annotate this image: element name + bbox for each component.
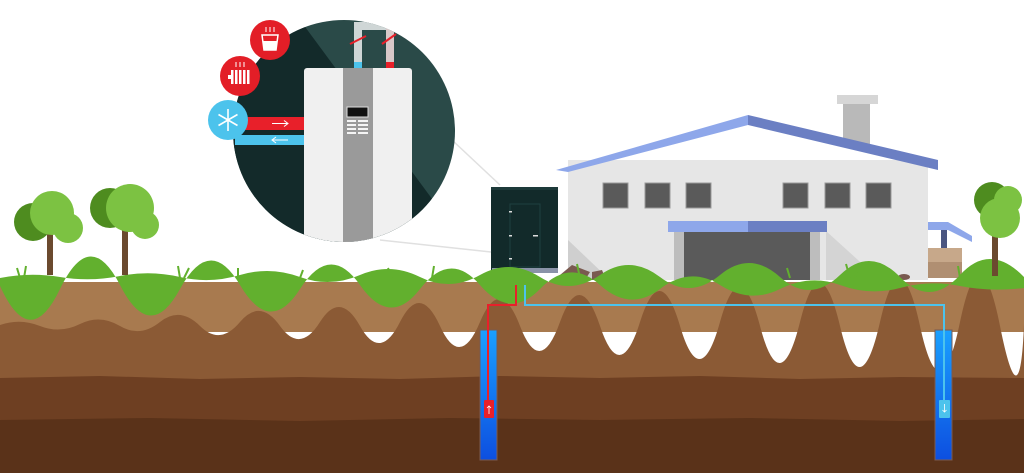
valve-handle [349, 35, 367, 45]
snowflake-icon [208, 100, 248, 140]
tree-left-2 [90, 184, 159, 275]
chimney [843, 100, 870, 145]
keypad [347, 120, 368, 134]
arrow-right-icon [272, 120, 289, 127]
hot-flow-band [235, 117, 305, 130]
arrow-up-icon [486, 405, 492, 414]
roof-left [556, 115, 748, 172]
heat-pump-detail [233, 20, 455, 242]
arrow-left-icon [271, 136, 288, 144]
arrow-down-icon [942, 404, 947, 413]
valve-handle [381, 33, 397, 45]
well-return [524, 285, 953, 461]
radiator-icon [220, 56, 260, 96]
well-supply [479, 285, 517, 461]
cold-pipe [524, 285, 945, 400]
display-screen [346, 106, 369, 118]
heat-pump-cabinet [491, 187, 558, 273]
soil [0, 274, 1024, 473]
factory-building [556, 95, 972, 280]
windows [602, 182, 892, 209]
callout-lines [379, 139, 501, 253]
canopy [668, 221, 748, 232]
tree-left-1 [14, 191, 83, 275]
cold-flow-band [235, 135, 305, 145]
grass [0, 256, 1024, 320]
tree-right [974, 182, 1022, 276]
roof-right [748, 115, 938, 170]
hot-pipe [487, 285, 517, 400]
hot-water-cup-icon [250, 20, 290, 60]
